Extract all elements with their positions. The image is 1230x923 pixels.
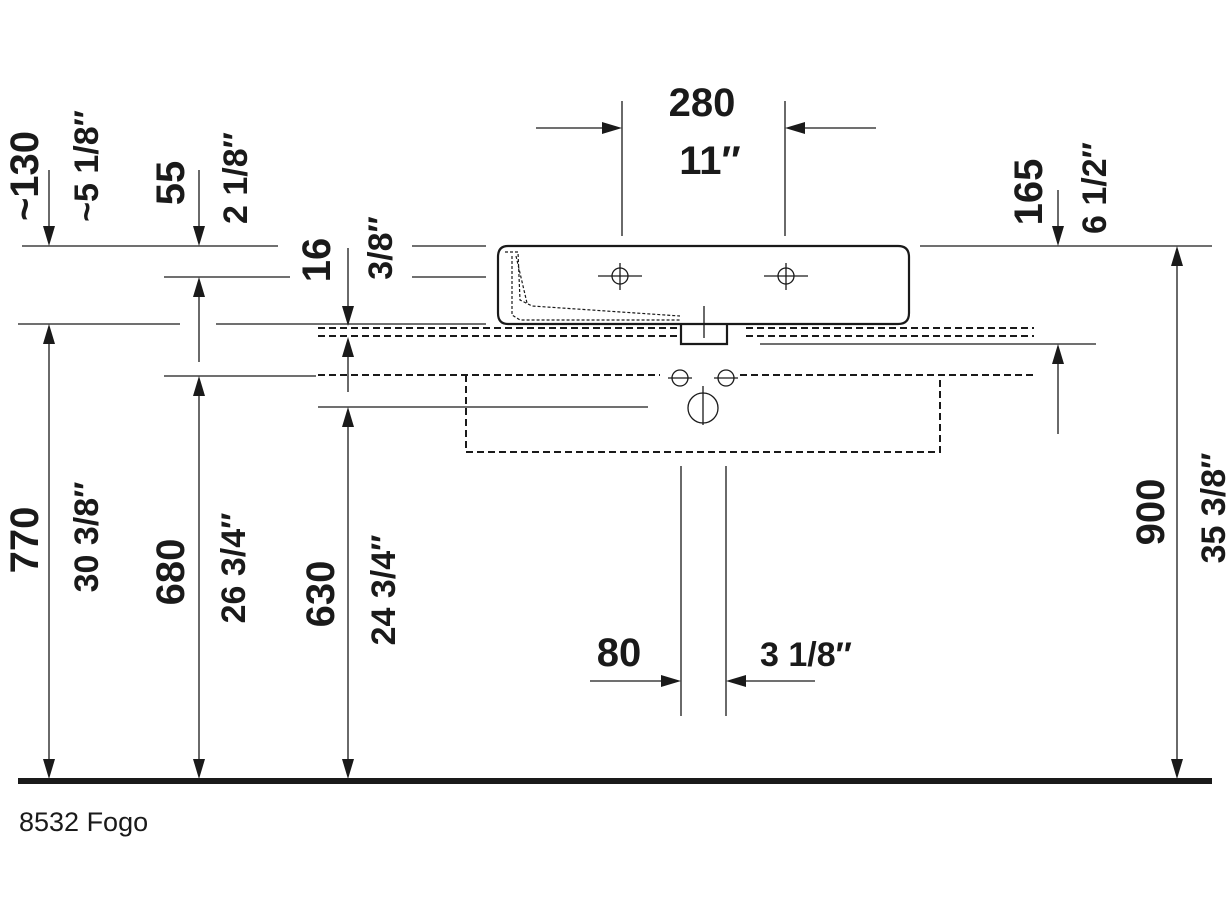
dim-280 bbox=[536, 122, 876, 134]
label-130: ~130 bbox=[3, 131, 47, 221]
vanity-dashed-lines bbox=[318, 327, 1034, 453]
label-80-in: 3 1/8″ bbox=[760, 636, 852, 674]
label-770: 770 bbox=[3, 507, 47, 574]
label-55-in: 2 1/8″ bbox=[217, 132, 255, 224]
dim-55 bbox=[193, 170, 205, 362]
supply-connections bbox=[668, 369, 738, 425]
waste-outlet bbox=[679, 324, 729, 346]
dim-630 bbox=[342, 407, 354, 779]
label-165-in: 6 1/2″ bbox=[1076, 142, 1114, 234]
label-630-in: 24 3/4″ bbox=[365, 535, 403, 646]
dim-900 bbox=[1171, 246, 1183, 779]
label-770-in: 30 3/8″ bbox=[68, 482, 106, 593]
basin-outline bbox=[496, 244, 911, 326]
label-16-in: 3/8″ bbox=[362, 216, 400, 280]
dim-16 bbox=[342, 248, 354, 392]
label-900: 900 bbox=[1129, 479, 1173, 546]
label-165: 165 bbox=[1007, 159, 1051, 226]
label-80: 80 bbox=[597, 631, 642, 675]
extension-lines bbox=[18, 101, 1212, 408]
label-680: 680 bbox=[149, 539, 193, 606]
label-130-in: ~5 1/8″ bbox=[68, 110, 106, 222]
dim-680 bbox=[193, 376, 205, 779]
dim-165 bbox=[1052, 190, 1064, 434]
label-680-in: 26 3/4″ bbox=[215, 513, 253, 624]
dim-80 bbox=[590, 675, 815, 687]
label-630: 630 bbox=[299, 561, 343, 628]
overflow-channel bbox=[505, 251, 681, 321]
label-55: 55 bbox=[149, 161, 193, 206]
dim-130 bbox=[43, 170, 55, 246]
drawing-caption: 8532 Fogo bbox=[19, 807, 148, 837]
tap-hole-right bbox=[764, 263, 808, 290]
label-16: 16 bbox=[295, 238, 339, 283]
dim-770 bbox=[43, 324, 55, 779]
tap-hole-left bbox=[598, 263, 642, 290]
label-900-in: 35 3/8″ bbox=[1195, 453, 1230, 564]
label-11in: 11″ bbox=[679, 139, 740, 183]
label-280: 280 bbox=[669, 81, 736, 125]
